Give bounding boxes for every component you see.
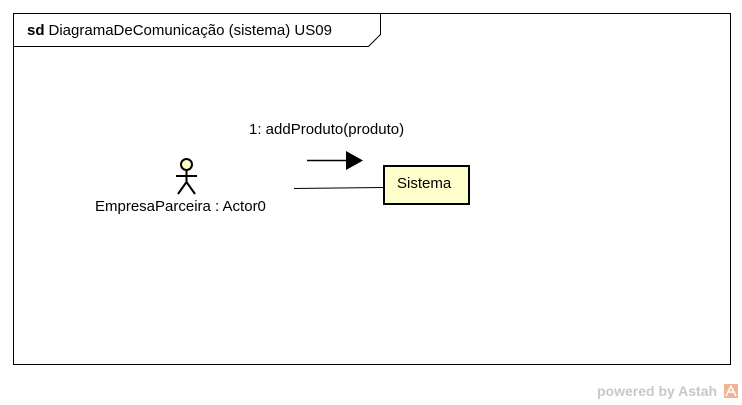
lifeline-label: Sistema bbox=[397, 175, 452, 192]
communication-link[interactable] bbox=[293, 187, 385, 189]
message-arrow-icon bbox=[307, 151, 363, 170]
lifeline-sistema[interactable]: Sistema bbox=[383, 165, 470, 205]
powered-by-watermark: powered by Astah bbox=[597, 383, 718, 399]
actor-label: EmpresaParceira : Actor0 bbox=[95, 198, 266, 215]
sd-frame-title-tab bbox=[13, 13, 381, 47]
stick-figure-icon[interactable] bbox=[176, 158, 197, 195]
message-label[interactable]: 1: addProduto(produto) bbox=[249, 121, 405, 138]
frame-title-text: DiagramaDeComunicação (sistema) US09 bbox=[48, 22, 332, 39]
astah-logo-icon bbox=[724, 384, 738, 398]
sd-frame-border bbox=[13, 13, 731, 365]
frame-keyword: sd bbox=[27, 22, 45, 39]
